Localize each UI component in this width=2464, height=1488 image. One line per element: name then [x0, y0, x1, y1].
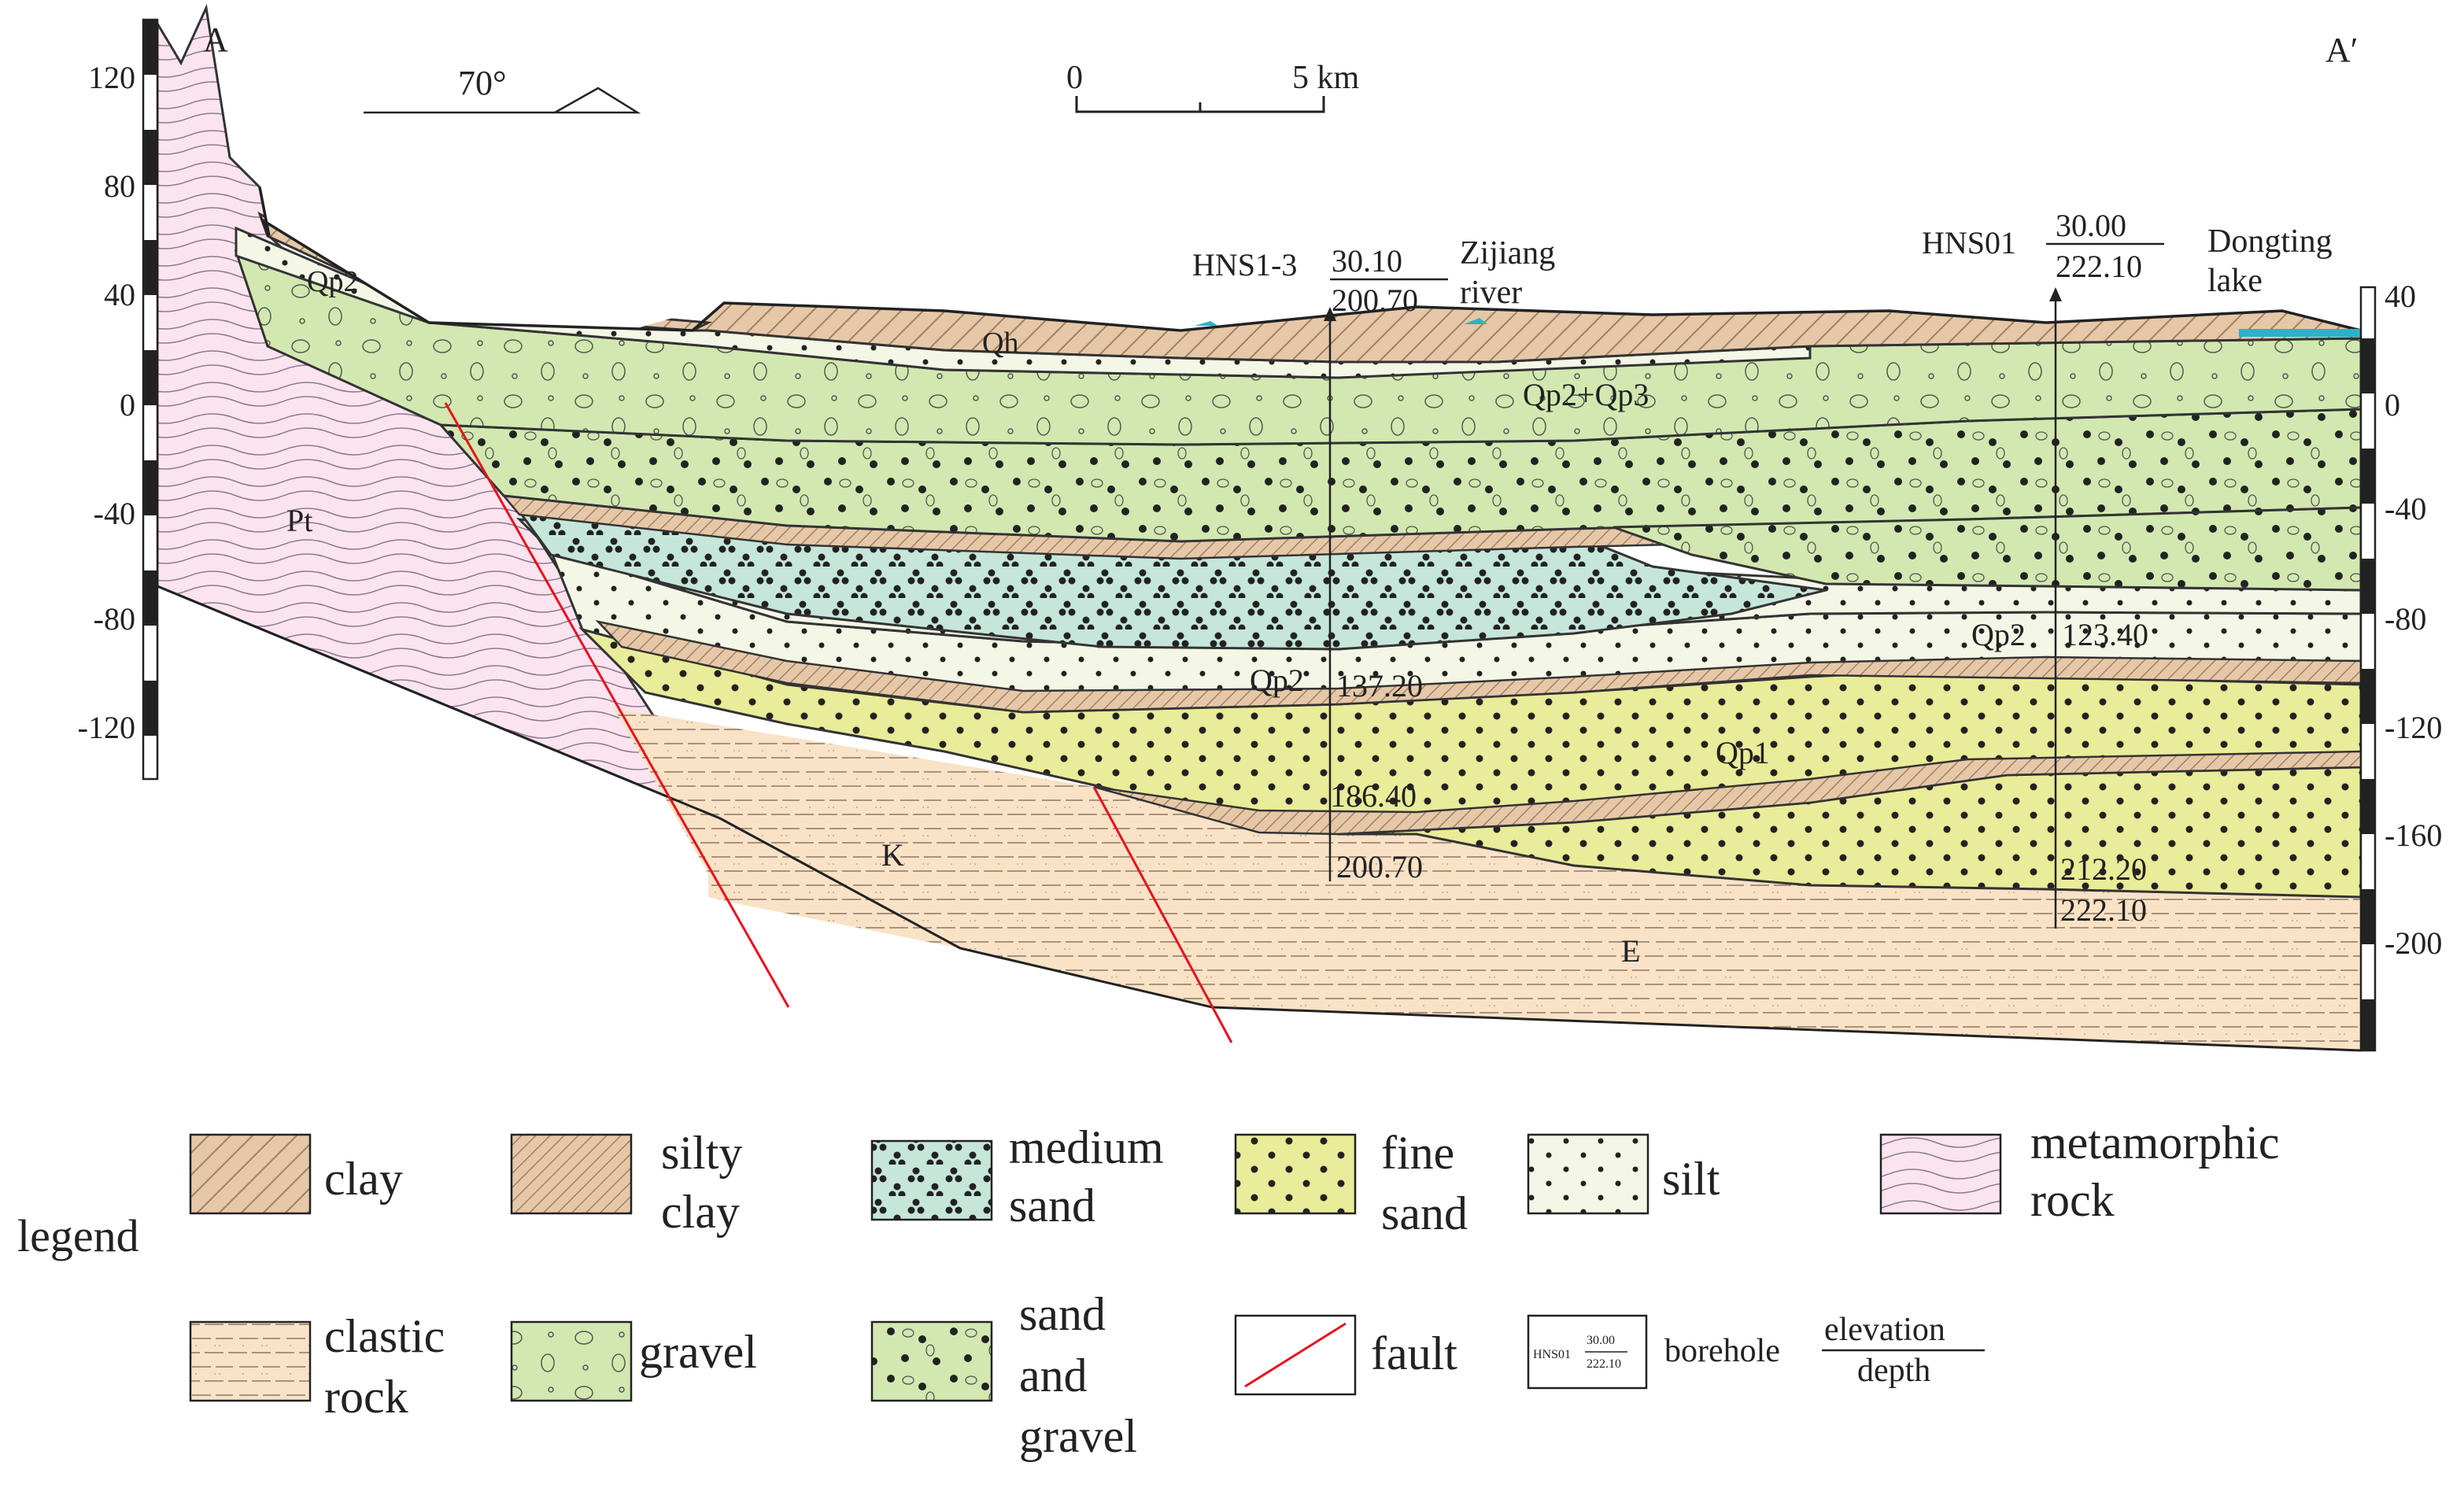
legend-sample-depth: 222.10: [1587, 1357, 1621, 1371]
legend-swatch-metamorphic: [1879, 1133, 2002, 1215]
right-tick-m200: -200: [2385, 925, 2442, 961]
left-tick-40: 40: [104, 277, 135, 312]
left-tick-m80: -80: [94, 601, 135, 637]
right-tick-m160: -160: [2385, 818, 2442, 853]
borehole-1-name: HNS1-3: [1192, 247, 1297, 282]
borehole-2-name: HNS01: [1922, 225, 2016, 260]
right-tick-0: 0: [2385, 387, 2400, 423]
section-end-left: A: [203, 20, 228, 59]
legend-label-silty: silty: [661, 1127, 742, 1179]
unit-label-qh: Qh: [982, 327, 1018, 360]
legend-label-sand-gravel: gravel: [1019, 1410, 1137, 1462]
legend-label-silt: silt: [1662, 1153, 1720, 1205]
legend-label-gravel: gravel: [639, 1326, 757, 1378]
legend-swatch-clastic: [189, 1320, 312, 1402]
scale-zero: 0: [1066, 60, 1083, 96]
dip-angle: 70°: [458, 64, 507, 102]
legend-fault-line: [1244, 1322, 1347, 1388]
section-end-right: A′: [2325, 31, 2358, 69]
unit-label-qp2-top: Qp2: [307, 265, 358, 298]
legend-label-clastic-rock: rock: [324, 1371, 408, 1423]
borehole-1-depth-3: 200.70: [1336, 849, 1423, 884]
legend-swatch-clay: [189, 1133, 312, 1215]
right-axis: 40 0 -40 -80 -120 -160 -200: [2359, 279, 2442, 1052]
unit-label-qp2-mid-a: Qp2: [1250, 663, 1304, 698]
legend-label-clastic: clastic: [324, 1310, 445, 1362]
zijiang-river-water: [1464, 318, 1487, 324]
legend-label-medium: medium: [1009, 1121, 1164, 1173]
dip-symbol: [364, 87, 641, 114]
legend-sample-elevation: 30.00: [1587, 1334, 1615, 1347]
legend-swatch-sand-gravel: [870, 1320, 993, 1402]
left-axis: 120 80 40 0 -40 -80 -120: [78, 18, 159, 781]
legend-label-fine-sand: sand: [1381, 1187, 1468, 1239]
borehole-1-arrow: [1324, 307, 1336, 321]
fault-line-1: [444, 402, 790, 1008]
right-tick-m80: -80: [2385, 601, 2426, 637]
legend-label-metamorphic: metamorphic: [2030, 1117, 2280, 1169]
legend-label-clay: clay: [324, 1153, 403, 1205]
unit-label-e: E: [1621, 933, 1640, 969]
legend-sample-name: HNS01: [1533, 1348, 1571, 1361]
dongting-lake-water: [2239, 329, 2361, 337]
legend-title: legend: [17, 1210, 139, 1261]
section-base: [157, 585, 2362, 1052]
borehole-2-depth-3: 222.10: [2060, 892, 2147, 928]
legend-label-medium-sand: sand: [1009, 1180, 1095, 1231]
fault-line-2: [1092, 786, 1233, 1043]
ground-surface: [258, 186, 2362, 332]
dongting-label-1: Dongting: [2207, 223, 2333, 260]
unit-label-pt: Pt: [286, 503, 312, 538]
borehole-1-depth-2: 186.40: [1330, 778, 1417, 814]
legend-label-sand: sand: [1019, 1288, 1106, 1340]
borehole-2-depth-2: 212.20: [2060, 851, 2147, 887]
borehole-2-elevation: 30.00: [2056, 208, 2126, 243]
legend-label-fine: fine: [1381, 1127, 1454, 1179]
unit-label-k: K: [881, 837, 904, 873]
unit-silty-clay-band-2: [595, 619, 2361, 714]
legend-swatch-silty-clay: [510, 1133, 633, 1215]
legend-label-borehole: borehole: [1664, 1333, 1780, 1369]
borehole-1-depth: 200.70: [1332, 282, 1418, 318]
borehole-2-arrow: [2049, 287, 2062, 301]
legend-label-fault: fault: [1371, 1327, 1457, 1379]
right-tick-m120: -120: [2385, 710, 2442, 745]
legend-label-and: and: [1019, 1350, 1088, 1401]
unit-label-qp2-mid-b: Qp2: [1971, 617, 2026, 652]
legend-label-silty-clay: clay: [661, 1186, 740, 1238]
legend-swatch-silt: [1527, 1133, 1649, 1215]
legend-label-elevation: elevation: [1824, 1312, 1945, 1348]
zijiang-river-water: [1195, 321, 1218, 326]
legend-swatch-gravel: [510, 1320, 633, 1402]
left-tick-m40: -40: [94, 496, 135, 531]
left-tick-0: 0: [120, 387, 135, 423]
legend-label-metamorphic-rock: rock: [2030, 1174, 2115, 1226]
dongting-label-2: lake: [2207, 263, 2263, 299]
cross-section: Qh Qp2 Qp2+Qp3 Pt Qp2 Qp2 Qp1 K E 137.20…: [156, 3, 2362, 1052]
right-tick-40: 40: [2385, 279, 2416, 314]
borehole-2-depth-1: 123.40: [2062, 617, 2148, 652]
borehole-2-depth: 222.10: [2056, 249, 2142, 284]
scale-bar: 0 5 km: [1066, 60, 1360, 113]
legend-swatch-fine-sand: [1234, 1133, 1357, 1215]
zijiang-label-1: Zijiang: [1460, 235, 1555, 271]
legend-label-depth: depth: [1857, 1353, 1930, 1389]
scale-end: 5 km: [1292, 60, 1360, 96]
unit-silty-clay-band-3: [1093, 750, 2361, 836]
borehole-1-elevation: 30.10: [1332, 243, 1402, 279]
unit-label-qp23: Qp2+Qp3: [1523, 377, 1649, 412]
left-tick-120: 120: [88, 60, 135, 95]
borehole-1-depth-1: 137.20: [1336, 668, 1423, 703]
zijiang-label-2: river: [1460, 275, 1522, 311]
legend: legend clay silty clay medium sand fine …: [17, 1117, 2280, 1462]
legend-swatch-medium-sand: [870, 1139, 993, 1221]
unit-qp2-wedge-sand-gravel: [1612, 506, 2361, 592]
unit-label-qp1: Qp1: [1716, 735, 1770, 770]
left-tick-m120: -120: [78, 710, 135, 745]
left-tick-80: 80: [104, 168, 135, 204]
right-tick-m40: -40: [2385, 491, 2426, 526]
unit-k-clastic: [614, 708, 1216, 1039]
